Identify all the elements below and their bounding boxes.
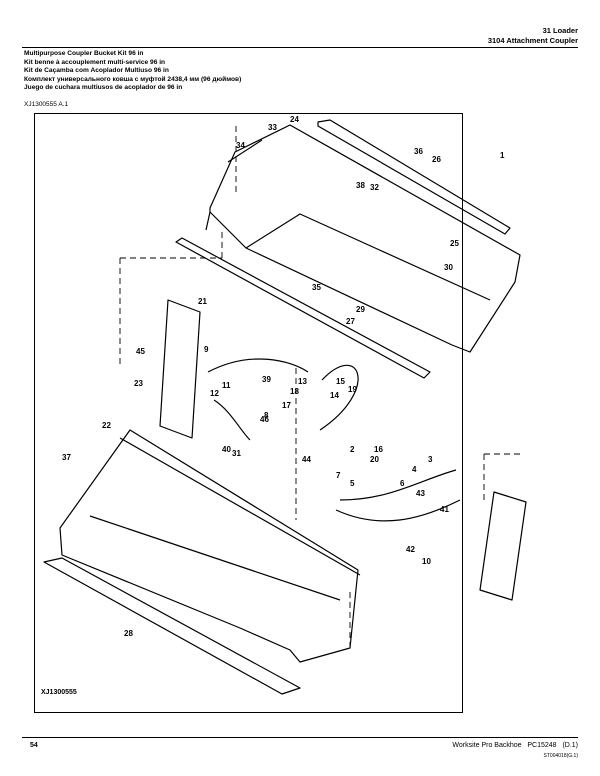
section-title: 31 Loader	[542, 26, 578, 35]
callout-40: 40	[222, 445, 231, 454]
callout-9: 9	[204, 345, 209, 354]
callout-37: 37	[62, 453, 71, 462]
callout-15: 15	[336, 377, 345, 386]
callout-3: 3	[428, 455, 433, 464]
illustration-frame	[34, 113, 463, 713]
callout-1: 1	[500, 151, 505, 160]
hose-41	[335, 499, 461, 522]
art-code-top: XJ1300555 A.1	[24, 101, 69, 108]
figure-title-en: Multipurpose Coupler Bucket Kit 96 in	[24, 50, 144, 57]
callout-44: 44	[302, 455, 311, 464]
subsection-title: 3104 Attachment Coupler	[487, 36, 578, 45]
callout-5: 5	[350, 479, 355, 488]
callout-46: 46	[260, 415, 269, 424]
callout-32: 32	[370, 183, 379, 192]
book-code: PC15248	[527, 742, 557, 749]
callout-43: 43	[416, 489, 425, 498]
bolt-on-edge	[43, 557, 301, 695]
callout-7: 7	[336, 471, 341, 480]
callout-16: 16	[374, 445, 383, 454]
callout-25: 25	[450, 239, 459, 248]
edge-strip	[175, 237, 431, 379]
figure-title-ru: Комплект универсального ковша с муфтой 2…	[24, 75, 242, 83]
book-name: Worksite Pro Backhoe	[452, 742, 522, 749]
callout-6: 6	[400, 479, 405, 488]
figure-title-pt: Kit de Caçamba com Acoplador Multiuso 96…	[24, 67, 169, 75]
figure-titles: Multipurpose Coupler Bucket Kit 96 in Ki…	[24, 50, 241, 93]
cylinder-right	[479, 491, 527, 601]
footer-rule	[22, 737, 578, 738]
callout-41: 41	[440, 505, 449, 514]
callout-33: 33	[268, 123, 277, 132]
callout-11: 11	[222, 381, 231, 390]
callout-45: 45	[136, 347, 145, 356]
figure-title-fr: Kit benne à accouplement multi-service 9…	[24, 58, 166, 66]
callout-20: 20	[370, 455, 379, 464]
callout-22: 22	[102, 421, 111, 430]
callout-31: 31	[232, 449, 241, 458]
callout-35: 35	[312, 283, 321, 292]
callout-29: 29	[356, 305, 365, 314]
dashed-leaders	[119, 126, 520, 650]
doc-code: ST004018(G.1)	[543, 753, 578, 759]
cutting-edge	[317, 119, 511, 235]
callout-21: 21	[198, 297, 207, 306]
callout-39: 39	[262, 375, 271, 384]
callout-18: 18	[290, 387, 299, 396]
figure-title-es: Juego de cuchara multiusos de acoplador …	[24, 84, 183, 92]
callout-13: 13	[298, 377, 307, 386]
callout-4: 4	[412, 465, 417, 474]
hose-lower	[339, 469, 457, 501]
cylinder-left	[159, 299, 201, 439]
callout-10: 10	[422, 557, 431, 566]
callout-27: 27	[346, 317, 355, 326]
hose-upper	[213, 399, 251, 441]
callout-28: 28	[124, 629, 133, 638]
callout-12: 12	[210, 389, 219, 398]
callout-14: 14	[330, 391, 339, 400]
callout-17: 17	[282, 401, 291, 410]
hose-19	[319, 364, 359, 431]
lower-bucket	[59, 429, 359, 663]
callout-38: 38	[356, 181, 365, 190]
callout-23: 23	[134, 379, 143, 388]
callout-26: 26	[432, 155, 441, 164]
callout-36: 36	[414, 147, 423, 156]
hose-39	[207, 358, 309, 373]
callout-24: 24	[290, 115, 299, 124]
upper-bucket	[209, 124, 521, 353]
header-rule	[22, 47, 578, 48]
book-revision: (D.1)	[562, 742, 578, 749]
page-number: 54	[30, 742, 38, 749]
callout-8: 8	[264, 411, 269, 420]
art-code-bottom: XJ1300555	[41, 689, 77, 696]
book-title: Worksite Pro Backhoe PC15248 (D.1)	[452, 742, 578, 749]
callout-19: 19	[348, 385, 357, 394]
callout-2: 2	[350, 445, 355, 454]
callout-42: 42	[406, 545, 415, 554]
callout-34: 34	[236, 141, 245, 150]
parts-drawing	[43, 119, 527, 695]
callout-30: 30	[444, 263, 453, 272]
